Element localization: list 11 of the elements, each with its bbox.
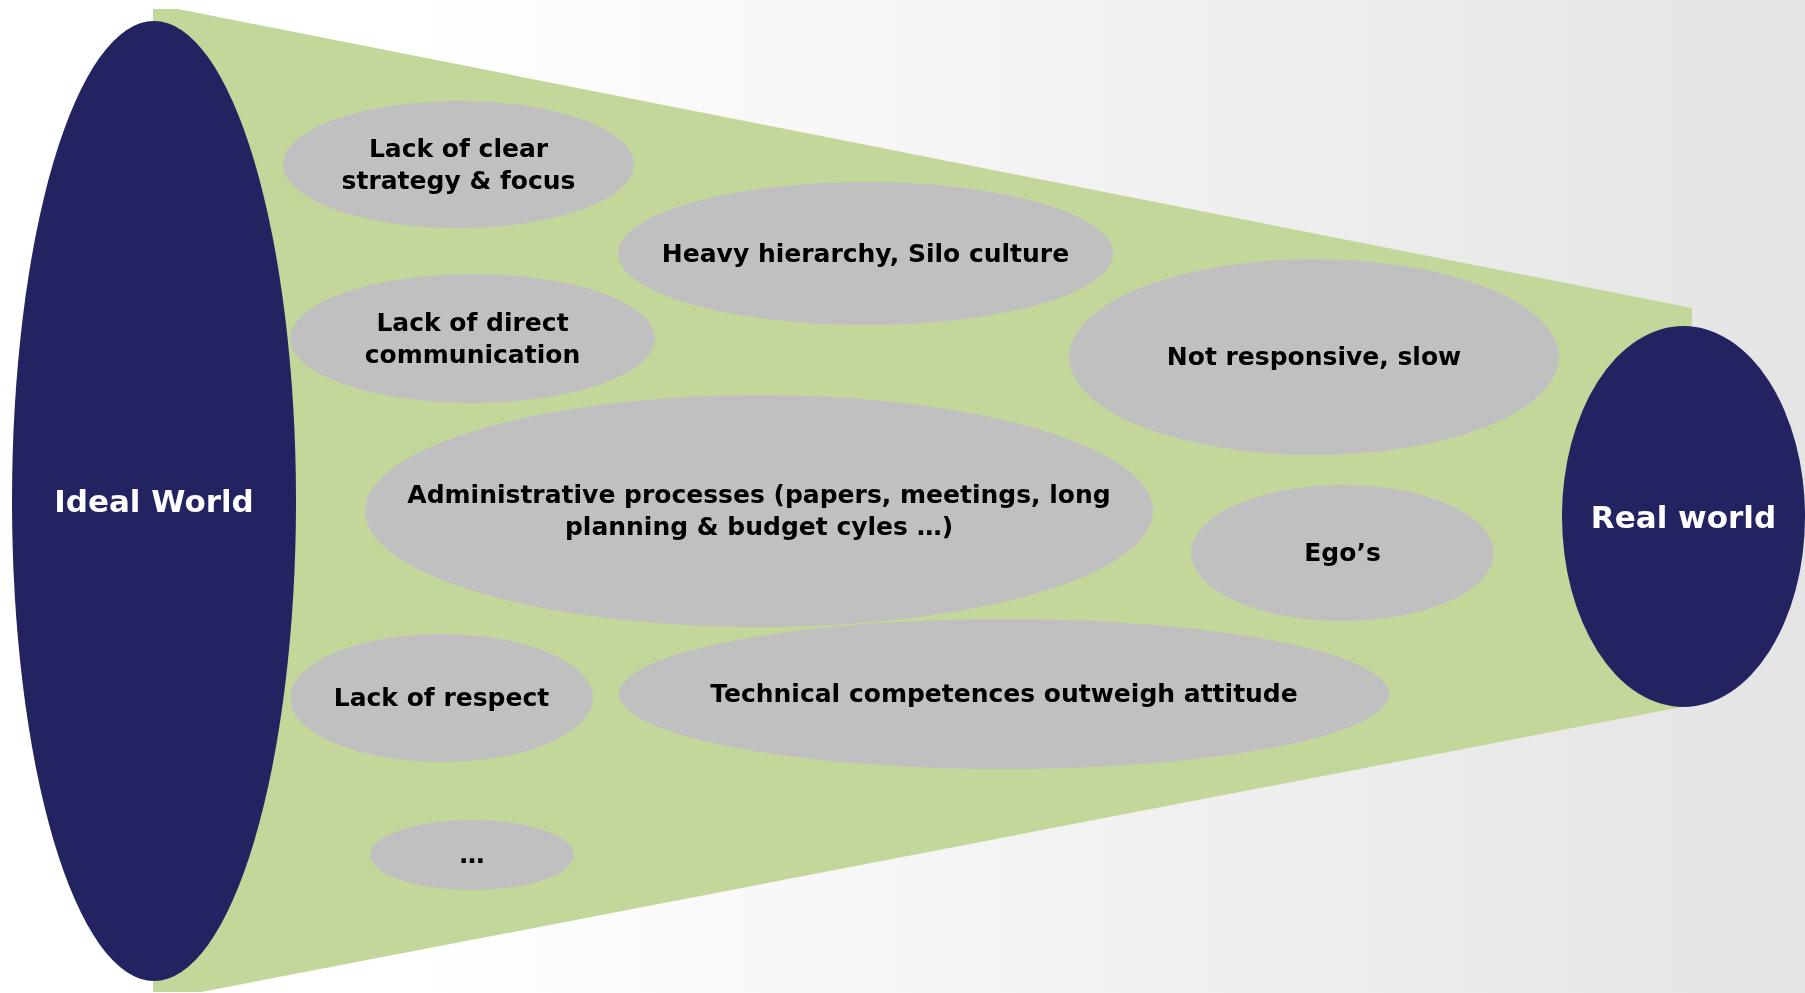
ellipse-label: Administrative processes (papers, meetings, long planning & budget cyles …) [406,479,1112,543]
ellipse-label: Ego’s [1304,537,1381,569]
ellipse-label: Heavy hierarchy, Silo culture [661,237,1070,270]
ellipse-label: Lack of clear strategy & focus [340,132,577,197]
ellipse-label: Technical competences outweigh attitude [710,678,1298,710]
ellipse-label: Real world [1590,497,1777,536]
ellipse-label: … [459,839,485,871]
ellipse-label: Lack of respect [333,682,550,714]
ellipse-label: Ideal World [54,482,254,520]
ellipse-label: Not responsive, slow [1166,341,1462,373]
ellipse-label: Lack of direct communication [363,306,582,371]
